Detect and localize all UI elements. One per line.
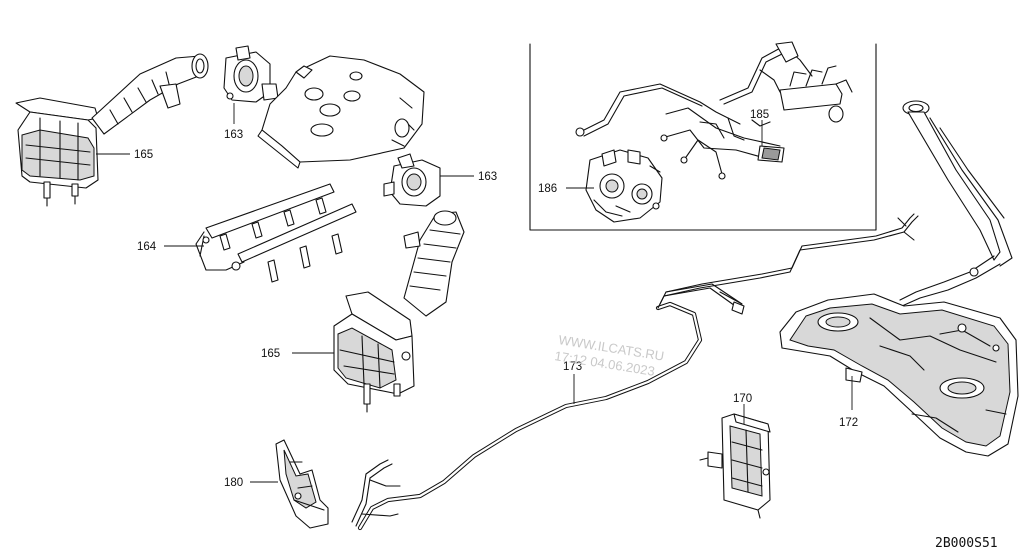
fuel-filler-tube[interactable] xyxy=(899,100,1013,307)
throttle-chamber-top[interactable] xyxy=(223,45,279,103)
fuel-injection-harness[interactable] xyxy=(575,41,853,180)
callout-172: 172 xyxy=(839,417,858,429)
callout-170: 170 xyxy=(733,393,752,405)
throttle-chamber-middle[interactable] xyxy=(383,153,441,207)
fuel-injector-rails[interactable] xyxy=(195,183,357,283)
inset-frame xyxy=(529,43,877,231)
callout-163-top: 163 xyxy=(224,129,243,141)
bracket-180[interactable] xyxy=(275,439,329,529)
intake-manifold[interactable] xyxy=(257,55,425,169)
callout-164: 164 xyxy=(137,241,157,253)
callout-163-middle: 163 xyxy=(478,171,497,183)
callout-173: 173 xyxy=(563,361,582,373)
fuel-tank-172[interactable] xyxy=(779,293,1019,457)
callout-185: 185 xyxy=(750,109,769,121)
air-cleaner-top[interactable] xyxy=(15,53,209,207)
evap-canister-170[interactable] xyxy=(699,413,771,519)
callout-186: 186 xyxy=(538,183,557,195)
air-cleaner-middle[interactable] xyxy=(333,210,465,413)
callout-165-top: 165 xyxy=(134,149,153,161)
callout-165-middle: 165 xyxy=(261,348,280,360)
diagram-code: 2B000S51 xyxy=(935,536,998,551)
callout-180: 180 xyxy=(224,477,243,489)
fuel-pump-186[interactable] xyxy=(585,149,663,223)
fuel-pipe-173[interactable] xyxy=(351,213,919,531)
